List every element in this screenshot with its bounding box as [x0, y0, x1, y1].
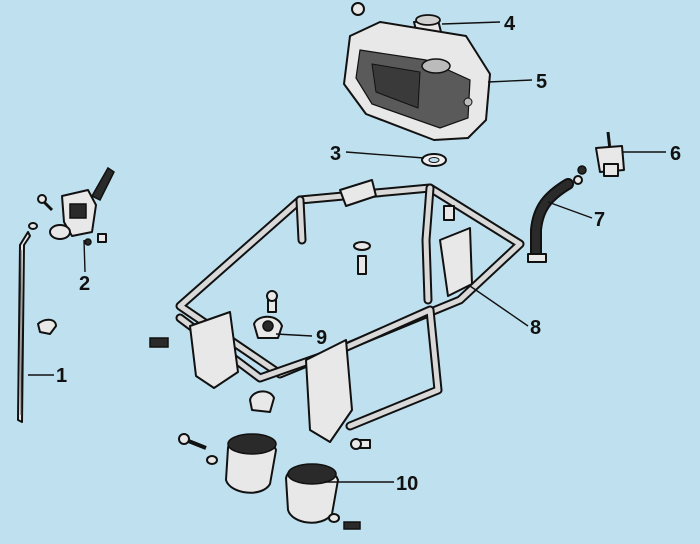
leader-lines — [28, 21, 666, 483]
callout-4: 4 — [504, 13, 516, 35]
leader-2 — [83, 239, 86, 273]
callout-2: 2 — [79, 273, 90, 295]
leader-5 — [487, 79, 533, 83]
part-2-fuel-tap — [37, 166, 115, 246]
part-9-clamp — [249, 315, 283, 413]
part-3-washer — [421, 153, 447, 167]
part-8-frame — [149, 179, 525, 443]
callout-1: 1 — [56, 365, 67, 387]
leader-3 — [345, 151, 425, 159]
leader-7 — [547, 201, 593, 219]
leader-9 — [275, 333, 313, 337]
part-6-valve — [573, 131, 625, 185]
callout-numbers: 1 2 3 4 5 6 7 8 9 10 — [56, 13, 681, 495]
callout-8: 8 — [530, 317, 541, 339]
part-7-fuel-hose — [527, 178, 574, 263]
callout-10: 10 — [396, 473, 418, 495]
callout-9: 9 — [316, 327, 327, 349]
callout-3: 3 — [330, 143, 341, 165]
leader-4 — [441, 21, 501, 25]
callout-7: 7 — [594, 209, 605, 231]
leader-8 — [469, 285, 529, 327]
part-10-rubber-mounts — [178, 433, 371, 530]
callout-6: 6 — [670, 143, 681, 165]
part-1-cable — [17, 222, 57, 423]
part-5-fuel-tank — [343, 21, 491, 141]
callout-5: 5 — [536, 71, 547, 93]
